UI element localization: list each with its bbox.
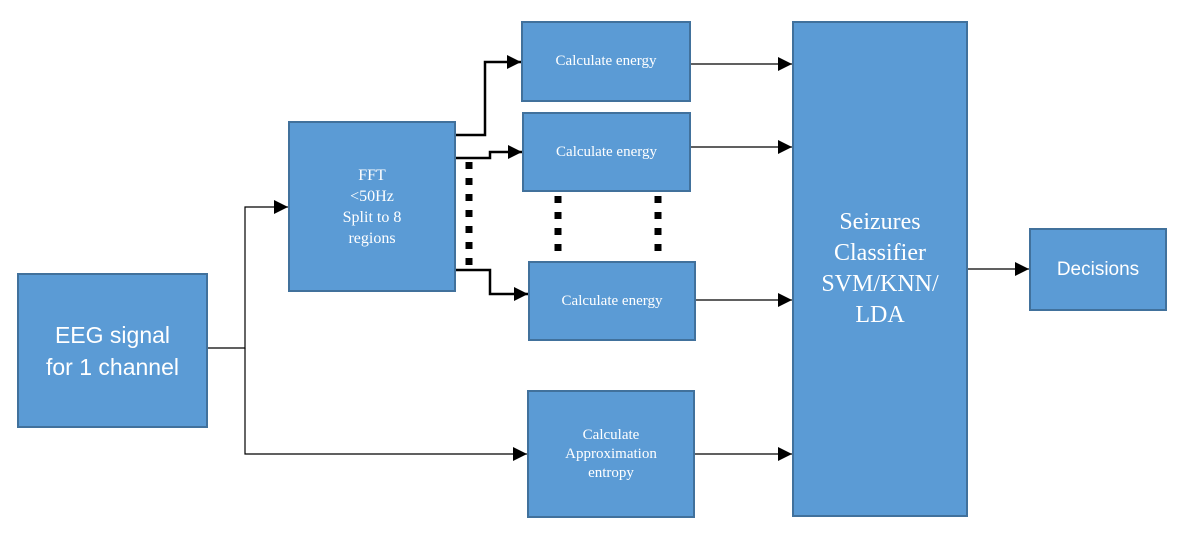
node-energy-2-label: Calculate energy [556,143,657,160]
node-calculate-energy-2: Calculate energy [522,112,691,192]
node-fft-line-3: Split to 8 [342,208,402,226]
node-classifier-line-2: Classifier [834,240,926,266]
node-decisions: Decisions [1029,228,1167,311]
node-calculate-energy-1: Calculate energy [521,21,691,102]
node-eeg-line-2: for 1 channel [46,353,179,380]
node-eeg-signal: EEG signal for 1 channel [17,273,208,428]
edge-eeg-to-apen [244,348,527,461]
edge-fft-to-energy-3 [456,268,528,301]
node-apen-line-3: entropy [588,464,634,481]
node-decisions-label: Decisions [1056,258,1140,280]
edge-fft-to-energy-1 [456,55,521,137]
node-eeg-line-1: EEG signal [54,321,171,348]
edge-fft-to-energy-2 [456,145,522,160]
node-calculate-energy-3: Calculate energy [528,261,696,341]
node-energy-1-label: Calculate energy [555,53,657,69]
node-approximation-entropy: Calculate Approximation entropy [527,390,695,518]
node-classifier-line-1: Seizures [839,209,921,235]
node-fft-line-2: <50Hz [350,187,394,205]
node-fft-line-4: regions [348,229,396,247]
node-apen-line-1: Calculate [582,426,640,443]
node-apen-line-2: Approximation [565,445,657,462]
node-classifier-line-4: LDA [855,302,905,328]
node-fft-line-1: FFT [358,166,386,184]
edge-eeg-to-fft [208,200,288,349]
node-energy-3-label: Calculate energy [561,292,663,309]
node-fft: FFT <50Hz Split to 8 regions [288,121,456,292]
node-classifier-line-3: SVM/KNN/ [821,271,939,297]
node-seizures-classifier: Seizures Classifier SVM/KNN/ LDA [792,21,968,517]
